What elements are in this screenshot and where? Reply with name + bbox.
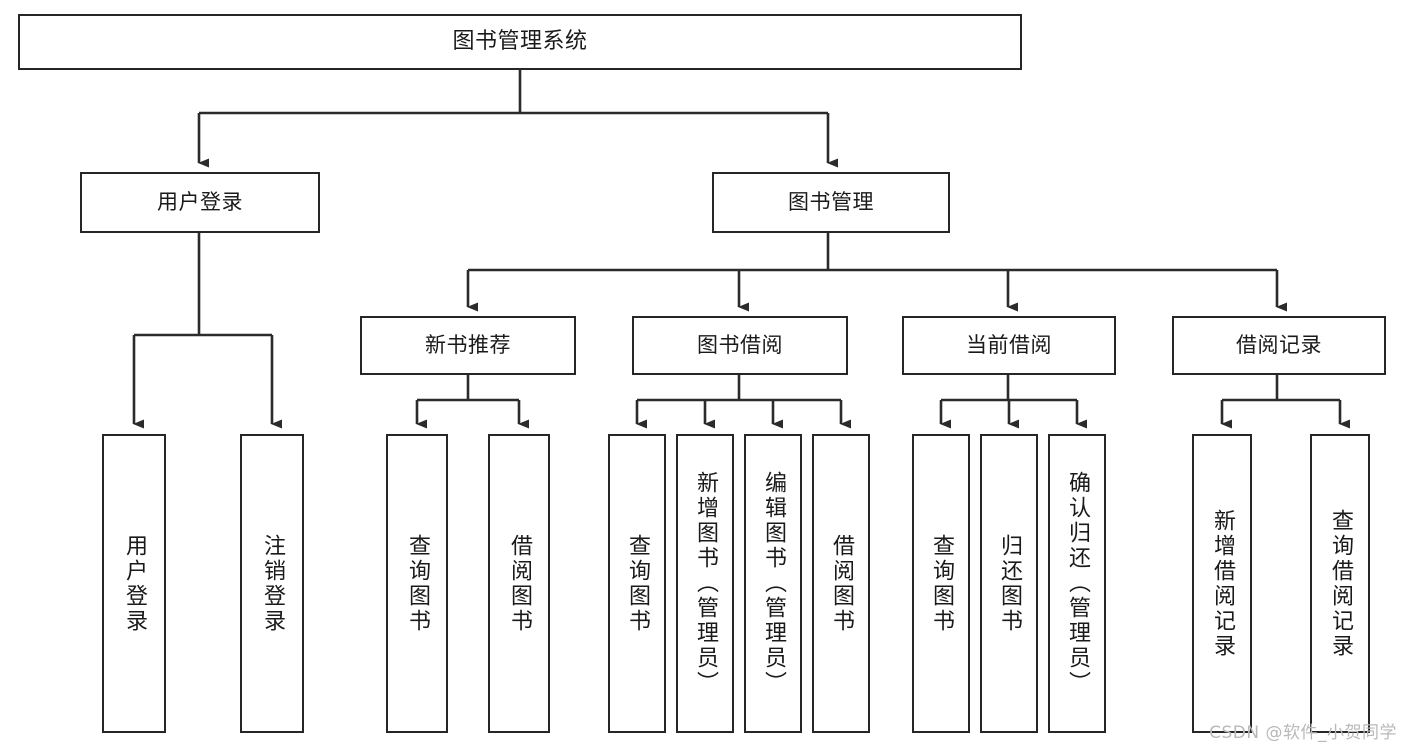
node-leaf-query-book-3[interactable]: 查询图书 — [912, 434, 970, 733]
node-leaf-query-record-label: 查询借阅记录 — [1328, 508, 1353, 659]
node-leaf-return-book-label: 归还图书 — [997, 533, 1022, 634]
node-book-manage-label: 图书管理 — [788, 189, 874, 214]
node-leaf-user-login[interactable]: 用户登录 — [102, 434, 166, 733]
node-leaf-query-book-1[interactable]: 查询图书 — [386, 434, 448, 733]
node-leaf-query-book-1-label: 查询图书 — [405, 533, 430, 634]
node-new-book-rec-label: 新书推荐 — [425, 332, 511, 357]
node-current-borrow-label: 当前借阅 — [966, 332, 1052, 357]
node-leaf-confirm-return-label: 确认归还（管理员） — [1065, 471, 1090, 696]
node-book-borrow[interactable]: 图书借阅 — [632, 316, 848, 375]
csdn-watermark: CSDN @软件_小贺同学 — [1209, 723, 1397, 743]
node-leaf-query-record[interactable]: 查询借阅记录 — [1310, 434, 1370, 733]
node-leaf-confirm-return[interactable]: 确认归还（管理员） — [1048, 434, 1106, 733]
node-root-label: 图书管理系统 — [452, 28, 588, 54]
node-leaf-borrow-book-2-label: 借阅图书 — [829, 533, 854, 634]
node-leaf-query-book-3-label: 查询图书 — [929, 533, 954, 634]
node-leaf-user-logout[interactable]: 注销登录 — [240, 434, 304, 733]
node-leaf-borrow-book-1-label: 借阅图书 — [507, 533, 532, 634]
node-borrow-record-label: 借阅记录 — [1236, 332, 1322, 357]
node-leaf-return-book[interactable]: 归还图书 — [980, 434, 1038, 733]
node-new-book-rec[interactable]: 新书推荐 — [360, 316, 576, 375]
node-user-login[interactable]: 用户登录 — [80, 172, 320, 233]
node-leaf-borrow-book-2[interactable]: 借阅图书 — [812, 434, 870, 733]
node-leaf-query-book-2-label: 查询图书 — [625, 533, 650, 634]
node-book-manage[interactable]: 图书管理 — [712, 172, 950, 233]
node-root[interactable]: 图书管理系统 — [18, 14, 1022, 70]
node-book-borrow-label: 图书借阅 — [697, 332, 783, 357]
node-leaf-add-record-label: 新增借阅记录 — [1210, 508, 1235, 659]
node-leaf-borrow-book-1[interactable]: 借阅图书 — [488, 434, 550, 733]
node-leaf-user-login-label: 用户登录 — [122, 533, 147, 634]
node-user-login-label: 用户登录 — [157, 189, 243, 214]
node-leaf-edit-book[interactable]: 编辑图书（管理员） — [744, 434, 802, 733]
node-borrow-record[interactable]: 借阅记录 — [1172, 316, 1386, 375]
node-leaf-add-book[interactable]: 新增图书（管理员） — [676, 434, 734, 733]
node-leaf-edit-book-label: 编辑图书（管理员） — [761, 471, 786, 696]
node-leaf-user-logout-label: 注销登录 — [260, 533, 285, 634]
node-leaf-query-book-2[interactable]: 查询图书 — [608, 434, 666, 733]
node-leaf-add-record[interactable]: 新增借阅记录 — [1192, 434, 1252, 733]
node-leaf-add-book-label: 新增图书（管理员） — [693, 471, 718, 696]
node-current-borrow[interactable]: 当前借阅 — [902, 316, 1116, 375]
